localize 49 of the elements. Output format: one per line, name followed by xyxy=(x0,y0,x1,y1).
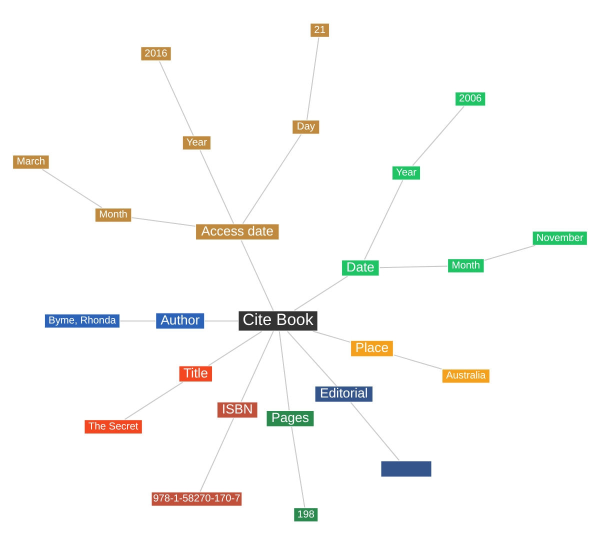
connector xyxy=(120,320,156,321)
connector xyxy=(380,265,448,268)
node-box: Australia xyxy=(441,368,490,384)
connector xyxy=(240,330,274,402)
node-box: Access date xyxy=(195,222,280,240)
node-box: Pages xyxy=(266,409,315,427)
connector xyxy=(294,275,348,310)
node-box: Author xyxy=(155,312,206,330)
connector xyxy=(287,330,337,386)
node-box: Year xyxy=(182,134,212,150)
connector xyxy=(291,426,306,507)
connector xyxy=(394,354,442,369)
node-box: Cite Book xyxy=(238,310,318,332)
node-box: 2016 xyxy=(140,46,172,61)
node-box: Place xyxy=(350,339,394,357)
node-box: Day xyxy=(292,118,320,134)
node-box: Date xyxy=(341,258,380,276)
node-box: November xyxy=(532,230,588,246)
node-box: March xyxy=(12,154,50,170)
connector xyxy=(278,330,290,410)
connector xyxy=(312,330,350,342)
connector xyxy=(306,37,320,120)
node-box: Year xyxy=(391,164,422,180)
node-box: Month xyxy=(94,206,132,222)
node-box: Editorial xyxy=(314,384,374,402)
node-box: Title xyxy=(178,364,214,382)
connector xyxy=(208,330,262,366)
node-box: Byme, Rhonda xyxy=(44,312,120,328)
node-box: 198 xyxy=(293,506,319,522)
connector xyxy=(240,240,274,310)
connector xyxy=(124,381,184,420)
node-box xyxy=(380,460,432,478)
connector xyxy=(350,402,400,460)
connector xyxy=(200,150,234,224)
connector xyxy=(412,105,464,166)
connector xyxy=(204,320,238,321)
connector xyxy=(200,418,234,492)
connector xyxy=(364,179,404,260)
connector xyxy=(242,134,302,224)
node-box: The Secret xyxy=(84,418,143,434)
node-box: 2006 xyxy=(454,90,486,106)
connector xyxy=(484,244,536,260)
connector xyxy=(42,168,102,208)
node-box: 21 xyxy=(310,22,330,38)
node-box: Month xyxy=(447,258,485,273)
connector xyxy=(159,60,194,136)
node-box: ISBN xyxy=(216,400,258,418)
node-box: 978-1-58270-170-7 xyxy=(150,490,243,506)
connector xyxy=(132,216,196,226)
